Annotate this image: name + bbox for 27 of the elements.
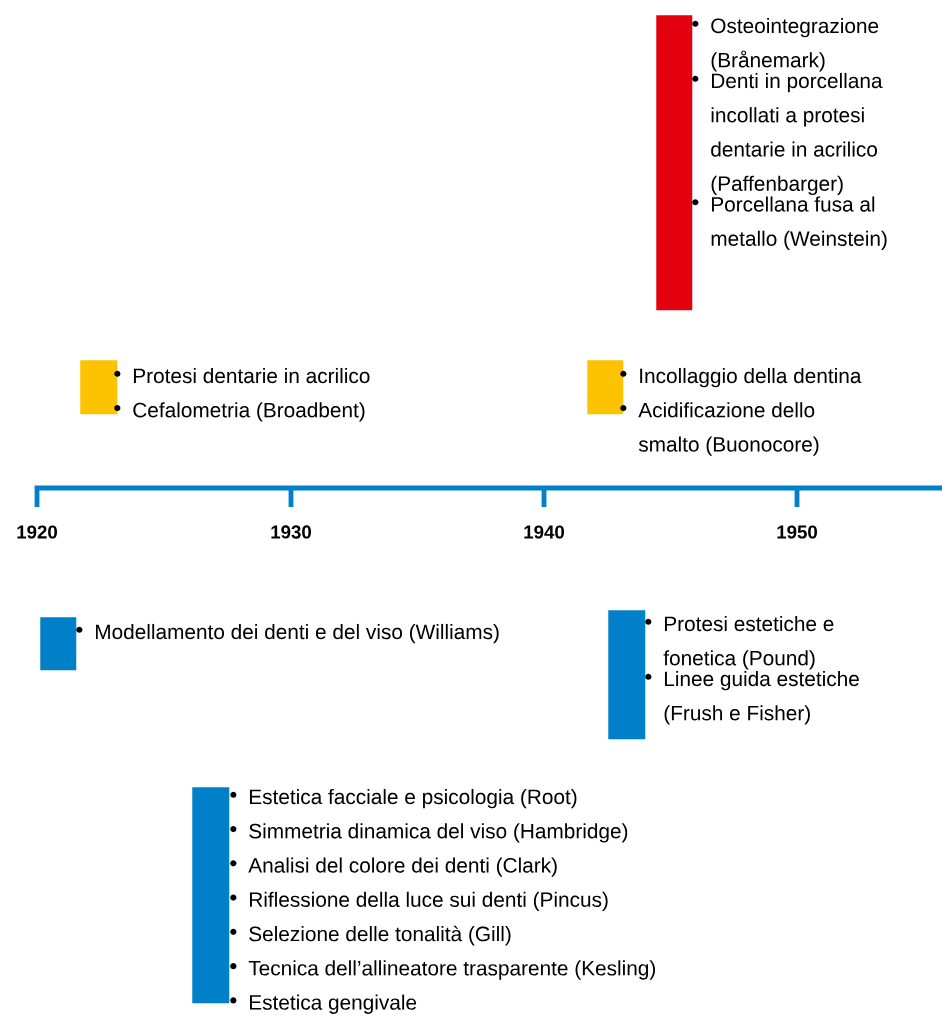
bullet-item: Osteointegrazione (Brånemark) xyxy=(692,17,879,72)
bullet-item: Denti in porcellana incollati a protesi dentarie in acrilico (Paffenbarger) xyxy=(692,72,883,196)
timeline-bar xyxy=(587,360,624,415)
bullet-item: Acidificazione dello smalto (Buonocore) xyxy=(620,402,819,456)
bullet-item: Selezione delle tonalità (Gill) xyxy=(230,925,511,946)
bullet-item: Protesi dentarie in acrilico xyxy=(114,367,370,384)
year-label: 1930 xyxy=(271,525,311,539)
timeline-bar xyxy=(608,610,646,740)
bullet-item: Tecnica dell’allineatore trasparente (Kesling) xyxy=(230,960,655,980)
year-label: 1920 xyxy=(17,525,57,539)
bullet-item: Incollaggio della dentina xyxy=(620,367,862,388)
bullet-item: Simmetria dinamica del viso (Hambridge) xyxy=(230,823,628,843)
timeline-bar xyxy=(656,15,693,311)
bullet-item: Analisi del colore dei denti (Clark) xyxy=(230,857,557,877)
bullet-item: Estetica facciale e psicologia (Root) xyxy=(230,788,577,809)
bullet-item: Protesi estetiche e fonetica (Pound) xyxy=(645,615,834,670)
bullet-item: Linee guida estetiche (Frush e Fisher) xyxy=(645,670,859,725)
year-label: 1950 xyxy=(777,525,817,539)
bullet-item: Cefalometria (Broadbent) xyxy=(114,402,365,422)
timeline-bar xyxy=(192,787,230,1004)
timeline-bar xyxy=(80,360,118,415)
timeline-bar xyxy=(40,617,77,671)
year-label: 1940 xyxy=(524,525,564,539)
bullet-item: Estetica gengivale xyxy=(230,994,417,1014)
bullet-item: Modellamento dei denti e del viso (Williams) xyxy=(76,623,499,644)
bullet-item: Riflessione della luce sui denti (Pincus) xyxy=(230,891,608,912)
bullet-item: Porcellana fusa al metallo (Weinstein) xyxy=(692,196,887,251)
